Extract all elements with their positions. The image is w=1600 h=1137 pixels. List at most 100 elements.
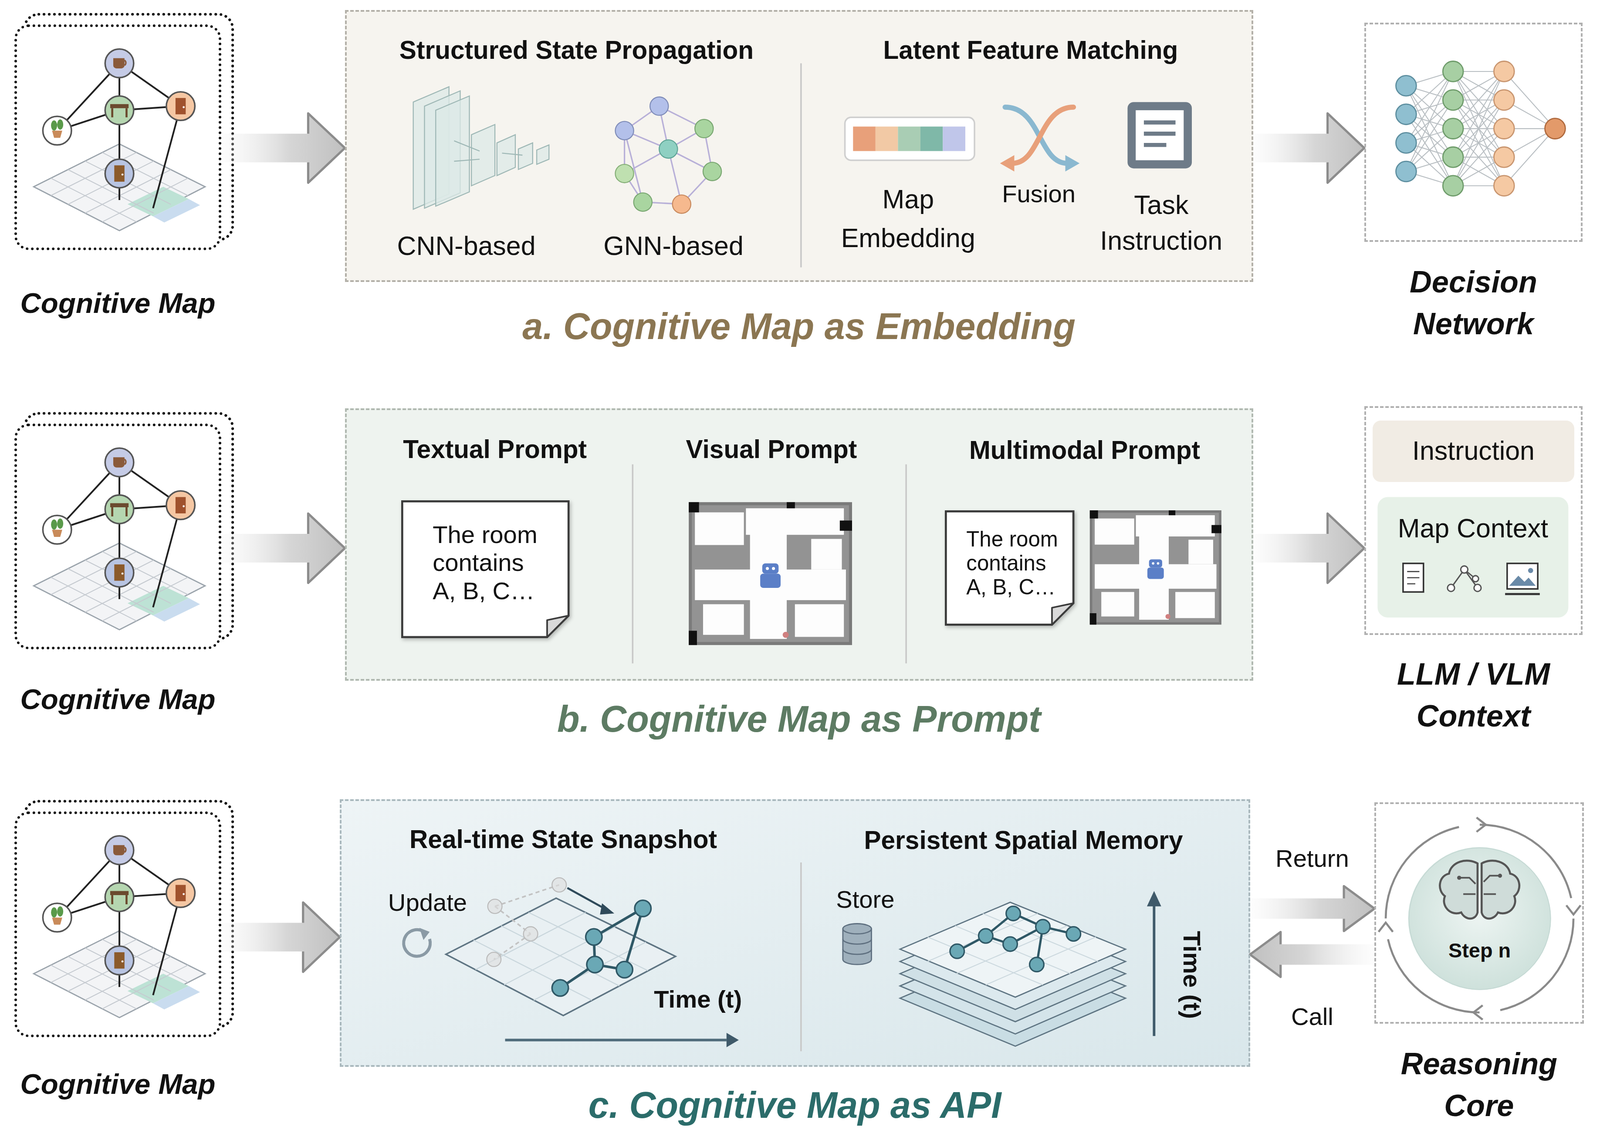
- gnn-illustration: [615, 164, 634, 183]
- section-heading: Textual Prompt: [402, 433, 587, 465]
- floor-map-image: [688, 501, 853, 645]
- memory-illustration: [899, 901, 1126, 997]
- paper-outline: [402, 500, 569, 637]
- paper-fold: [547, 615, 569, 637]
- decision-network-box: Decision Network: [1364, 22, 1583, 243]
- neural-network: [1442, 175, 1464, 197]
- snapshot-illustration: [599, 903, 615, 915]
- memory-illustration: [1152, 903, 1156, 1036]
- snapshot-illustration: [567, 887, 606, 910]
- neural-network: [1493, 118, 1515, 139]
- method-label: GNN-based: [603, 230, 744, 262]
- arrow-head: [1327, 113, 1365, 183]
- block-arrow: [221, 113, 345, 183]
- panel-background: [339, 798, 1250, 1067]
- arrow-head: [303, 902, 340, 972]
- method-label: CNN-based: [396, 230, 536, 262]
- cognitive-map-box: Cognitive Map: [14, 811, 222, 1037]
- reasoning-core-illustration: [1457, 875, 1462, 880]
- box-caption: Cognitive Map: [20, 681, 216, 717]
- memory-illustration: [842, 923, 872, 934]
- panel-caption: c. Cognitive Map as API: [588, 1082, 1002, 1127]
- cognitive-map-illustration: [14, 800, 233, 1037]
- map-embedding-bar: [875, 126, 899, 151]
- gnn-illustration: [633, 192, 653, 212]
- block-arrow: [221, 902, 340, 972]
- map-embedding-bar: [845, 117, 975, 160]
- memory-illustration: [842, 890, 1162, 1046]
- map-context-icons: [1507, 563, 1538, 589]
- divider-line: [905, 464, 907, 664]
- reasoning-core-illustration: [1408, 846, 1552, 990]
- snapshot-illustration: [585, 928, 603, 945]
- map-context-icons: [1460, 565, 1468, 573]
- map-context-icons: [1474, 584, 1482, 592]
- cognitive-map-illustration: [14, 14, 233, 1037]
- document-icon: [1135, 110, 1184, 161]
- snapshot-illustration: [473, 912, 649, 1000]
- component-label: Map Embedding: [831, 179, 985, 258]
- memory-illustration: [1035, 919, 1051, 934]
- neural-network: [1442, 89, 1464, 111]
- snapshot-illustration: [634, 899, 651, 917]
- block-arrow: [1250, 931, 1375, 977]
- cnn-illustration: [435, 95, 470, 207]
- reasoning-core-illustration: [1498, 873, 1502, 878]
- section-heading: Real-time State Snapshot: [409, 823, 718, 854]
- neural-network: [1442, 61, 1464, 82]
- snapshot-illustration: [586, 955, 603, 972]
- divider-line: [800, 63, 802, 268]
- neural-network: [1396, 61, 1566, 197]
- section-heading: Multimodal Prompt: [969, 434, 1201, 466]
- neural-network: [1396, 104, 1417, 125]
- memory-illustration: [1146, 890, 1162, 907]
- fusion-icon: [1000, 155, 1015, 172]
- panel-caption: b. Cognitive Map as Prompt: [557, 697, 1041, 742]
- map-context-icons: [1447, 584, 1455, 592]
- neural-network: [1396, 161, 1417, 182]
- box-caption: Cognitive Map: [20, 285, 216, 321]
- memory-illustration: [950, 906, 1081, 972]
- axis-label: Time (t): [653, 984, 742, 1014]
- cnn-illustration: [536, 145, 549, 165]
- snapshot-illustration: [551, 899, 651, 996]
- document-icon: [1127, 101, 1192, 169]
- memory-illustration: [842, 923, 872, 965]
- map-embedding-bar: [897, 126, 921, 151]
- paper-outline: [945, 511, 1074, 625]
- neural-network: [1493, 175, 1515, 197]
- fusion-icon: [1065, 155, 1080, 172]
- memory-illustration: [957, 913, 1074, 965]
- divider-line: [632, 464, 634, 664]
- snapshot-illustration: [616, 960, 633, 978]
- block-arrow: [1253, 113, 1365, 183]
- memory-illustration: [1003, 936, 1018, 951]
- circle-outline: [1408, 846, 1552, 990]
- panel-background: [345, 408, 1254, 681]
- block-arrow: [221, 513, 345, 583]
- snapshot-illustration: [493, 884, 560, 960]
- memory-illustration: [927, 913, 1098, 985]
- llm-context-box: LLM / VLM ContextInstructionMap Context: [1364, 405, 1583, 635]
- memory-illustration: [842, 938, 872, 954]
- memory-illustration: [950, 943, 965, 958]
- snapshot-illustration: [551, 877, 567, 892]
- box-caption: LLM / VLM Context: [1376, 652, 1571, 738]
- snapshot-illustration: [505, 1038, 727, 1042]
- neural-network: [1493, 89, 1515, 111]
- neural-network: [1396, 132, 1417, 153]
- cnn-illustration: [518, 142, 533, 170]
- snapshot-illustration: [446, 897, 676, 1015]
- block-arrow: [1253, 513, 1365, 583]
- snapshot-illustration: [560, 907, 643, 988]
- block-arrow: [1250, 885, 1375, 931]
- neural-network: [1493, 61, 1515, 197]
- neural-network: [1545, 118, 1566, 139]
- cognitive-map-box: Cognitive Map: [14, 423, 222, 650]
- block-arrow: [221, 113, 345, 183]
- arrow-head: [1250, 931, 1281, 977]
- snapshot-illustration: [726, 1032, 739, 1047]
- section-heading: Latent Feature Matching: [883, 34, 1179, 66]
- step-label: Step n: [1448, 937, 1511, 963]
